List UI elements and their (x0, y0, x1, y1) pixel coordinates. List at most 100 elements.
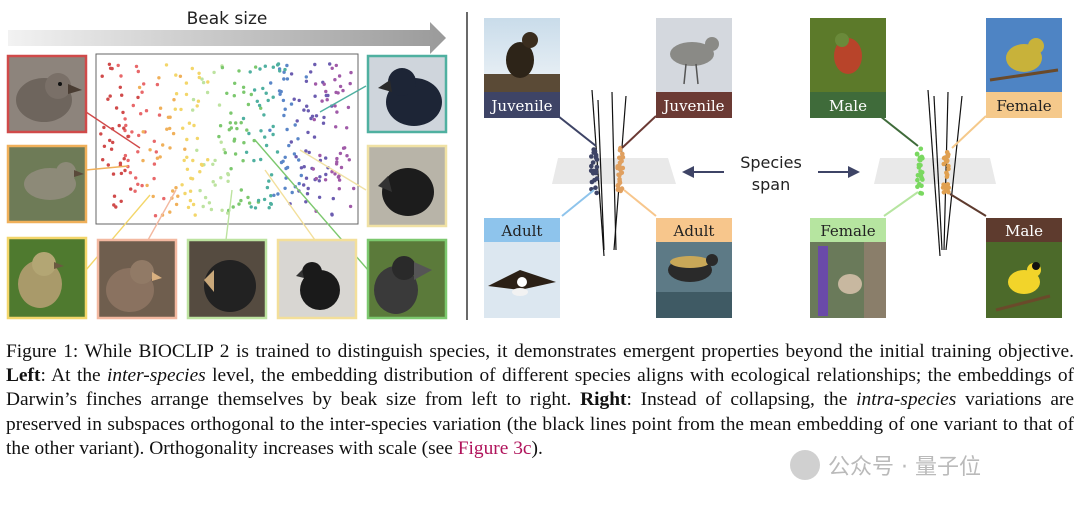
scatter-point (121, 110, 125, 115)
cluster-point (594, 157, 600, 162)
scatter-point (235, 126, 239, 131)
scatter-point (180, 183, 184, 187)
variant-connector-lines (557, 115, 987, 217)
scatter-point (302, 165, 306, 169)
scatter-point (333, 172, 337, 176)
scatter-point (218, 124, 223, 128)
scatter-point (330, 212, 334, 216)
eagle-adult-tag: Adult (484, 218, 560, 242)
scatter-point (309, 70, 313, 74)
scatter-point (192, 123, 196, 128)
scatter-point (278, 69, 282, 73)
scatter-point (190, 66, 194, 71)
scatter-point (333, 104, 337, 108)
scatter-point (324, 172, 328, 177)
scatter-point (337, 174, 341, 178)
scatter-point (185, 137, 189, 142)
goldfinch-male-label: Male (1005, 222, 1043, 240)
scatter-point (285, 77, 290, 81)
caption-left-bold: Left (6, 365, 41, 387)
scatter-point (305, 192, 310, 196)
scatter-point (262, 197, 267, 202)
figure-3c-link[interactable]: Figure 3c (457, 437, 532, 459)
scatter-point (137, 85, 142, 90)
scatter-point (304, 75, 308, 79)
scatter-point (341, 146, 346, 150)
scatter-point (139, 112, 143, 116)
scatter-point (306, 186, 310, 191)
finch-photo-7 (366, 238, 448, 320)
scatter-point (141, 130, 145, 134)
scatter-point (119, 74, 123, 78)
finch-photo-9 (366, 54, 448, 134)
finch-photo-2 (6, 144, 88, 224)
eagle-juvenile-tag: Juvenile (484, 92, 560, 118)
scatter-point (213, 158, 217, 163)
scatter-point (294, 155, 298, 159)
scatter-point (275, 150, 280, 154)
cluster-point (944, 174, 950, 179)
scatter-point (184, 81, 189, 85)
scatter-point (334, 162, 339, 166)
cluster-point (916, 162, 922, 168)
scatter-point (266, 98, 270, 103)
cluster-point (617, 147, 623, 153)
scatter-point (282, 70, 286, 74)
scatter-point (126, 134, 130, 139)
scatter-point (306, 130, 310, 135)
scatter-point (256, 198, 261, 203)
scatter-point (296, 137, 300, 141)
finch-connector-lines (85, 85, 369, 271)
scatter-point (123, 168, 127, 173)
scatter-point (171, 131, 176, 136)
cluster-point (941, 155, 947, 161)
scatter-point (338, 151, 343, 156)
scatter-point (154, 150, 158, 154)
plover-juvenile-photo (656, 18, 732, 92)
scatter-point (151, 194, 155, 199)
scatter-point (276, 62, 281, 66)
cluster-point (617, 173, 622, 178)
caption-smallcaps: IO (151, 341, 172, 362)
scatter-point (246, 195, 250, 200)
orthogonal-line (927, 89, 941, 257)
plover-juvenile-tag: Juvenile (656, 92, 732, 118)
scatter-point (334, 63, 338, 68)
scatter-point (128, 171, 133, 175)
scatter-point (195, 148, 199, 152)
scatter-point (183, 191, 187, 196)
scatter-point (242, 141, 246, 145)
scatter-point (313, 82, 318, 86)
cluster-point (918, 146, 924, 152)
scatter-point (196, 99, 201, 103)
scatter-point (164, 63, 169, 67)
scatter-point (297, 158, 301, 162)
scatter-point (304, 149, 308, 153)
scatter-point (321, 121, 326, 125)
species-plane-finch (874, 158, 996, 184)
scatter-point (267, 206, 271, 210)
cluster-point (914, 151, 920, 157)
scatter-point (155, 156, 160, 160)
scatter-point (336, 91, 340, 95)
scatter-point (346, 105, 351, 110)
scatter-point (234, 121, 238, 125)
scatter-point (302, 108, 306, 112)
scatter-point (217, 103, 222, 107)
scatter-point (203, 195, 208, 200)
scatter-point (174, 73, 178, 77)
scatter-point (320, 99, 324, 103)
scatter-point (338, 84, 343, 89)
scatter-point (123, 117, 127, 121)
scatter-point (206, 158, 210, 162)
beak-size-label: Beak size (187, 9, 268, 29)
scatter-point (289, 140, 293, 144)
orthogonal-line (945, 95, 963, 251)
scatter-point (285, 63, 289, 68)
caption-text-7: ). (531, 437, 543, 459)
scatter-point (183, 147, 187, 151)
cluster-point (594, 176, 600, 181)
scatter-point (261, 86, 265, 91)
scatter-point (278, 92, 282, 96)
scatter-point (174, 186, 178, 190)
